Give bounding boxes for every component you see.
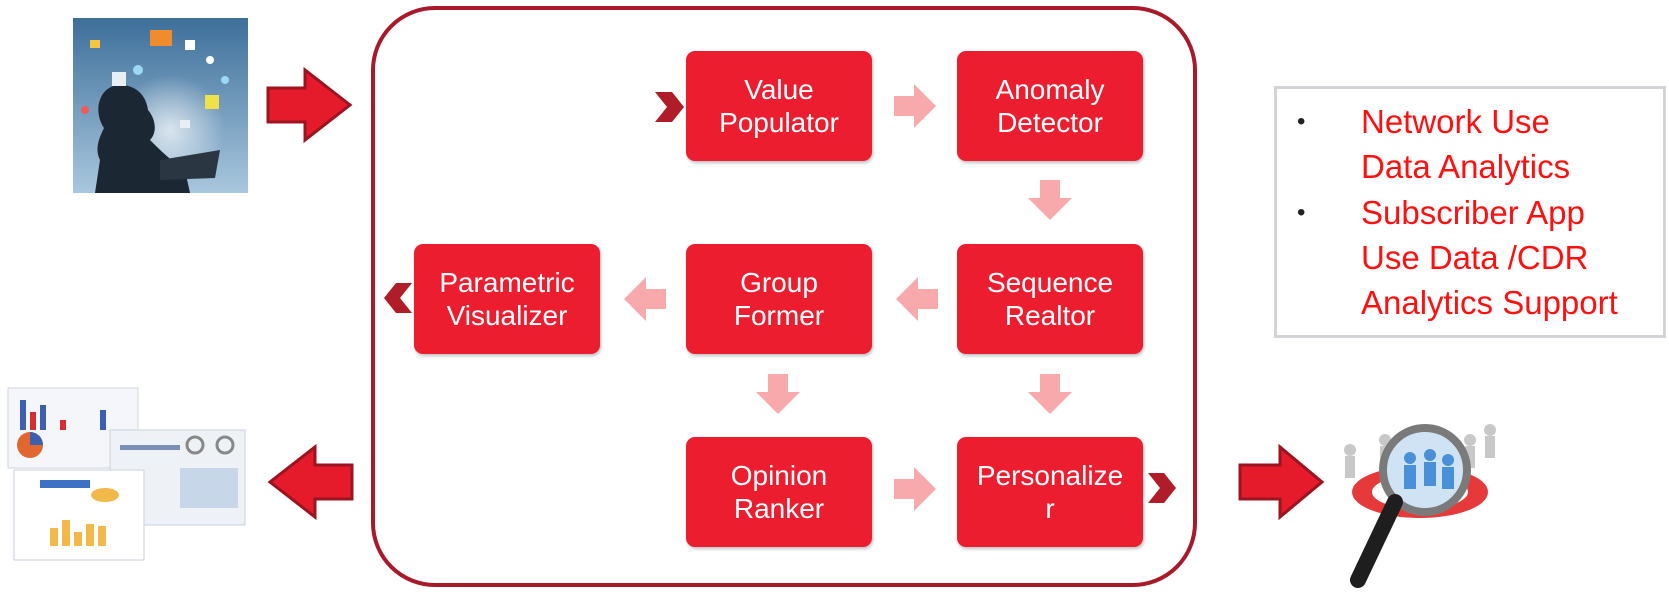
process-frame xyxy=(371,6,1197,587)
opinion-ranker-box: Opinion Ranker xyxy=(686,437,872,547)
output-left-arrow xyxy=(267,443,354,521)
sequence-realtor-box: Sequence Realtor xyxy=(957,244,1143,354)
bullet-item: • Network Use Data Analytics xyxy=(1297,99,1570,189)
bullet-icon: • xyxy=(1297,108,1306,135)
dashboard-image xyxy=(7,387,246,561)
group-former-box: Group Former xyxy=(686,244,872,354)
bullet-text: Subscriber App Use Data /CDR Analytics S… xyxy=(1361,194,1618,321)
person-laptop-image xyxy=(73,18,248,193)
parametric-visualizer-label: Parametric Visualizer xyxy=(439,267,575,331)
analytics-bullet-box: • Network Use Data Analytics • Subscribe… xyxy=(1274,86,1666,338)
flow-arrow-left-1 xyxy=(896,277,938,321)
flow-arrow-left-2 xyxy=(624,277,666,321)
exit-left-chevron-icon xyxy=(384,283,412,313)
bullet-icon: • xyxy=(1297,199,1306,226)
anomaly-detector-box: Anomaly Detector xyxy=(957,51,1143,161)
parametric-visualizer-box: Parametric Visualizer xyxy=(414,244,600,354)
flow-arrow-down-2 xyxy=(756,374,800,414)
flow-arrow-down-3 xyxy=(1028,374,1072,414)
personalizer-box: Personalize r xyxy=(957,437,1143,547)
opinion-ranker-label: Opinion Ranker xyxy=(730,460,828,524)
anomaly-detector-label: Anomaly Detector xyxy=(995,74,1105,138)
personalizer-label: Personalize r xyxy=(976,460,1124,524)
bullet-text: Network Use Data Analytics xyxy=(1361,103,1571,185)
flow-arrow-down-1 xyxy=(1028,180,1072,220)
output-right-arrow xyxy=(1238,443,1325,521)
flow-arrow-right-2 xyxy=(894,467,936,511)
input-arrow xyxy=(266,66,353,144)
value-populator-label: Value Populator xyxy=(719,74,839,138)
bullet-item: • Subscriber App Use Data /CDR Analytics… xyxy=(1297,190,1618,325)
value-populator-box: Value Populator xyxy=(686,51,872,161)
exit-right-chevron-icon xyxy=(1148,473,1176,503)
flow-arrow-right-1 xyxy=(894,84,936,128)
magnifier-people-image xyxy=(1344,424,1496,588)
sequence-realtor-label: Sequence Realtor xyxy=(986,267,1114,331)
group-former-label: Group Former xyxy=(733,267,825,331)
entry-chevron-icon xyxy=(655,92,684,122)
